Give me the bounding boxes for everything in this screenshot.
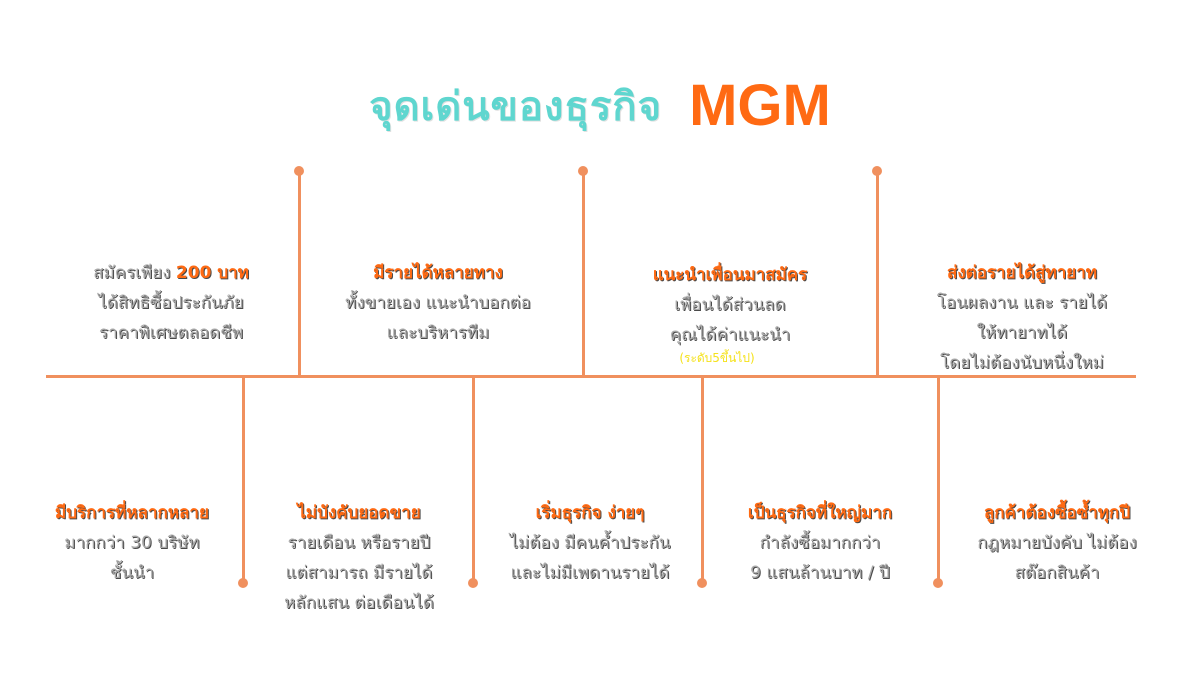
feature-line: กำลังซื้อมากกว่า [759,533,881,553]
feature-line: 9 แสนล้านบาท / ปี [750,563,890,583]
feature-heading: แนะนำเพื่อนมาสมัคร [652,265,808,285]
connector-dot [933,578,943,588]
connector-top-2 [582,172,585,377]
feature-heading: ไม่บังคับยอดขาย [297,503,421,523]
feature-heading: เป็นธุรกิจที่ใหญ่มาก [747,503,893,523]
feature-line: หลักแสน ต่อเดือนได้ [284,593,434,613]
feature-note: (ระดับ5ขึ้นไป) [679,351,755,365]
feature-heading: ส่งต่อรายได้สู่ทายาท [946,263,1097,283]
price-highlight: 200 บาท [175,263,249,283]
feature-prefix: สมัครเพียง [93,263,176,283]
feature-heading: เริ่มธุรกิจ ง่ายๆ [535,503,645,523]
connector-dot [468,578,478,588]
connector-bottom-3 [701,377,704,580]
feature-bottom-2: ไม่บังคับยอดขาย รายเดือน หรือรายปี แต่สา… [284,498,434,618]
feature-line: กฎหมายบังคับ ไม่ต้อง [977,533,1137,553]
feature-line: มากกว่า 30 บริษัท [64,533,200,553]
feature-line: ได้สิทธิซื้อประกันภัย [98,293,244,313]
feature-line: ทั้งขายเอง แนะนำบอกต่อ [345,293,531,313]
connector-dot [872,166,882,176]
feature-heading: สมัครเพียง 200 บาท [93,258,249,288]
connector-bottom-4 [937,377,940,580]
connector-dot [294,166,304,176]
feature-line: และบริหารทีม [386,323,490,343]
feature-bottom-3: เริ่มธุรกิจ ง่ายๆ ไม่ต้อง มีคนค้ำประกัน … [510,498,671,588]
feature-line: ไม่ต้อง มีคนค้ำประกัน [509,533,671,553]
feature-line: ราคาพิเศษตลอดชีพ [98,323,244,343]
feature-top-2: มีรายได้หลายทาง ทั้งขายเอง แนะนำบอกต่อ แ… [345,258,531,348]
feature-heading: มีรายได้หลายทาง [373,263,503,283]
connector-dot [578,166,588,176]
feature-line: รายเดือน หรือรายปี [287,533,431,553]
feature-line: สต๊อกสินค้า [1014,563,1100,583]
feature-line: โดยไม่ต้องนับหนึ่งใหม่ [940,353,1104,373]
feature-bottom-4: เป็นธุรกิจที่ใหญ่มาก กำลังซื้อมากกว่า 9 … [748,498,892,588]
feature-top-3: แนะนำเพื่อนมาสมัคร เพื่อนได้ส่วนลด คุณได… [653,260,808,366]
connector-dot [238,578,248,588]
feature-bottom-5: ลูกค้าต้องซื้อซ้ำทุกปี กฎหมายบังคับ ไม่ต… [977,498,1137,588]
timeline-axis [46,375,1136,378]
feature-line: โอนผลงาน และ รายได้ [936,293,1108,313]
title-brand: MGM [689,73,831,138]
feature-line: ชั้นนำ [109,563,155,583]
feature-line: เพื่อนได้ส่วนลด [674,295,786,315]
feature-heading: มีบริการที่หลากหลาย [55,503,209,523]
feature-line: คุณได้ค่าแนะนำ [669,325,791,345]
feature-line: และไม่มีเพดานรายได้ [510,563,670,583]
feature-top-1: สมัครเพียง 200 บาท ได้สิทธิซื้อประกันภัย… [93,258,249,348]
connector-top-1 [298,172,301,377]
page-title: จุดเด่นของธุรกิจ MGM [0,72,1200,142]
connector-bottom-2 [472,377,475,580]
feature-line: แต่สามารถ มีรายได้ [285,563,433,583]
connector-bottom-1 [242,377,245,580]
title-thai: จุดเด่นของธุรกิจ [369,83,662,130]
connector-dot [697,578,707,588]
feature-bottom-1: มีบริการที่หลากหลาย มากกว่า 30 บริษัท ชั… [55,498,209,588]
feature-heading: ลูกค้าต้องซื้อซ้ำทุกปี [983,503,1131,523]
feature-line: ให้ทายาทได้ [976,323,1068,343]
connector-top-3 [876,172,879,377]
feature-top-4: ส่งต่อรายได้สู่ทายาท โอนผลงาน และ รายได้… [937,258,1107,378]
